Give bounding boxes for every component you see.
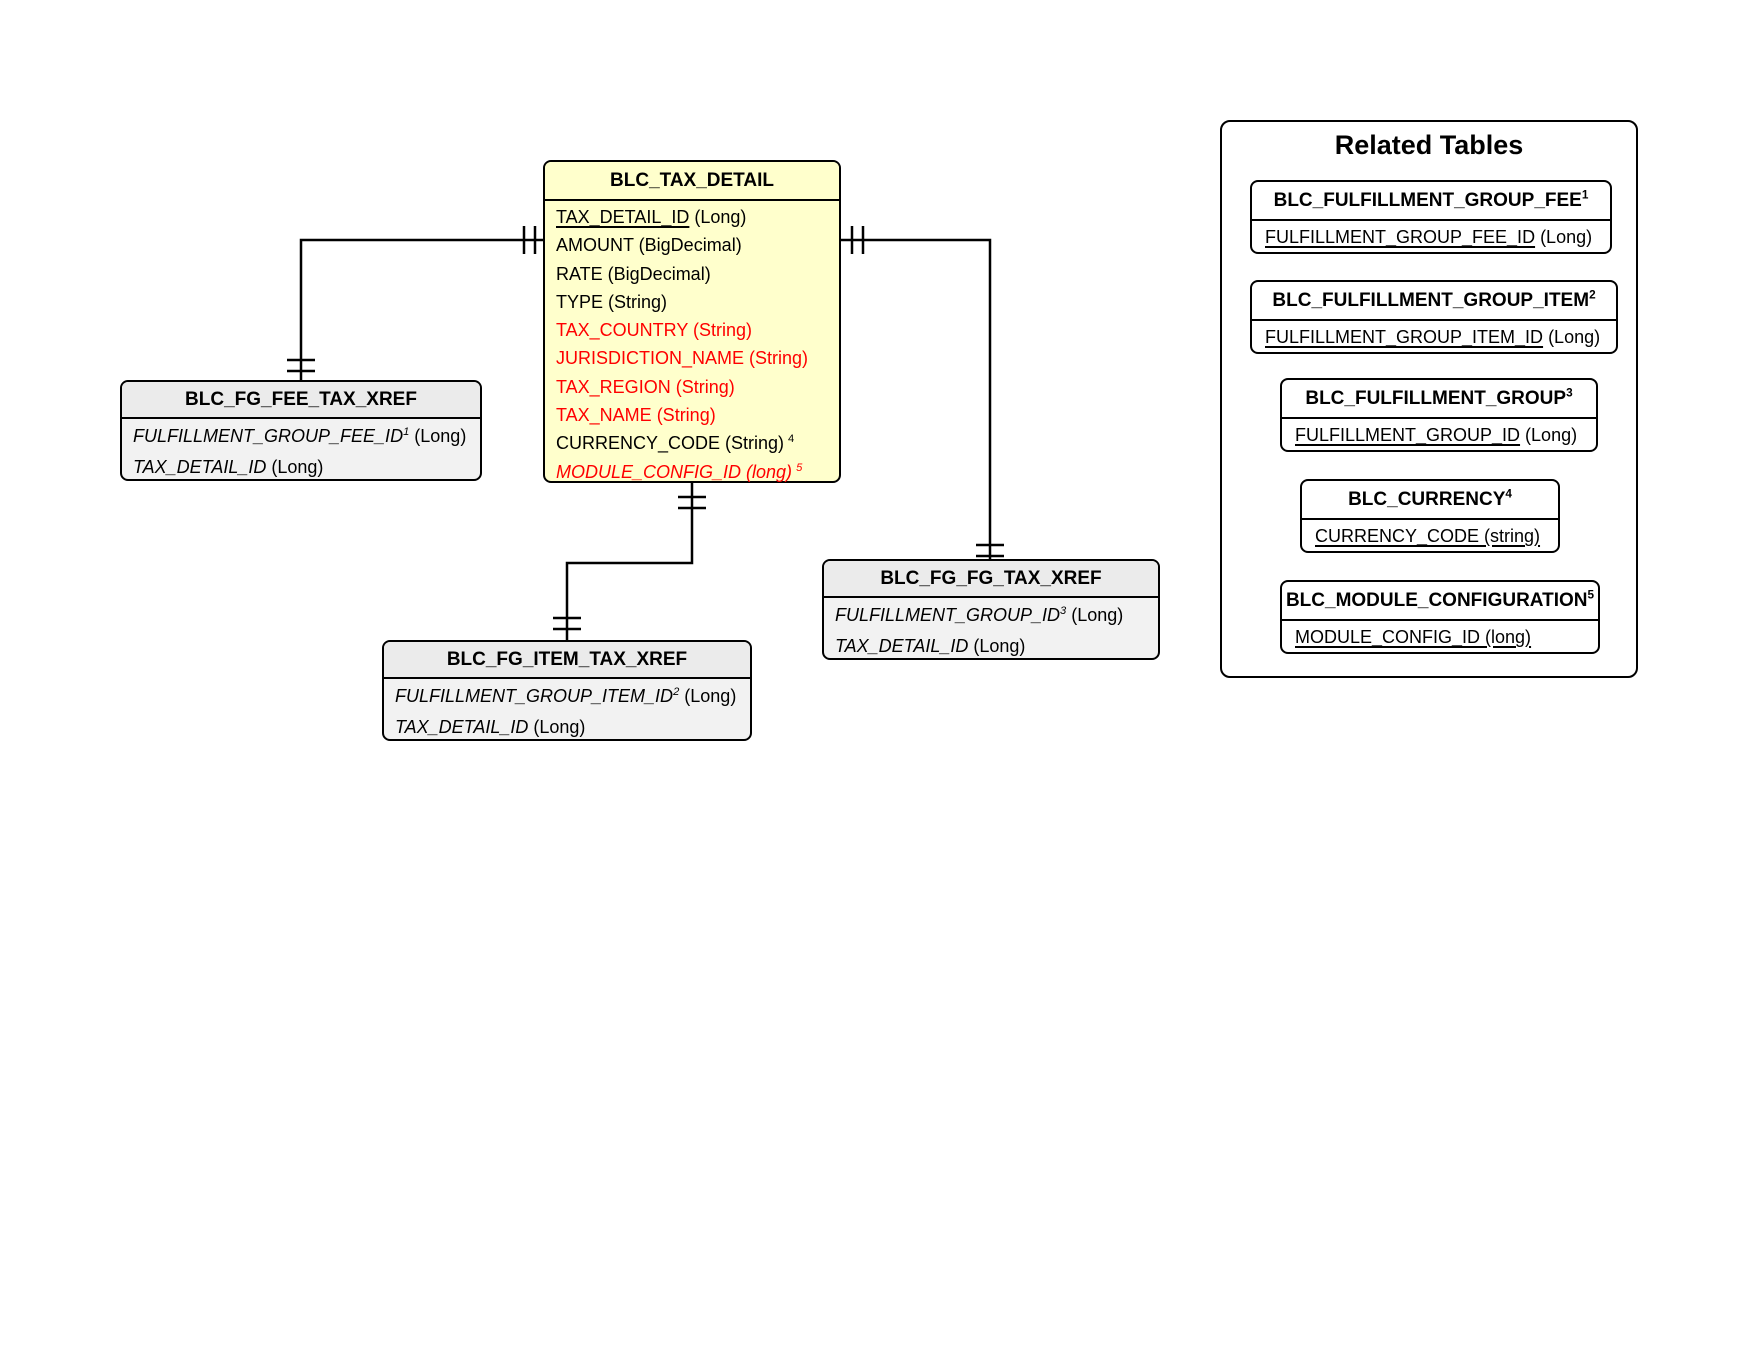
related-table-blc-fulfillment-group-fee: BLC_FULFILLMENT_GROUP_FEE1 FULFILLMENT_G…	[1250, 180, 1612, 254]
table-title: BLC_TAX_DETAIL	[545, 162, 839, 201]
field-tax-detail-id: TAX_DETAIL_ID (Long)	[556, 207, 747, 227]
related-table-blc-module-configuration: BLC_MODULE_CONFIGURATION5 MODULE_CONFIG_…	[1280, 580, 1600, 654]
field-tax-region: TAX_REGION (String)	[556, 376, 735, 397]
field-type: TYPE (String)	[556, 291, 668, 312]
field-currency-code: CURRENCY_CODE (String)4	[556, 433, 795, 454]
table-fields: FULFILLMENT_GROUP_ID3 (Long) TAX_DETAIL_…	[824, 598, 1158, 664]
field-fulfillment-group-fee-id: FULFILLMENT_GROUP_FEE_ID (Long)	[1265, 227, 1593, 247]
field-rate: RATE (BigDecimal)	[556, 263, 711, 284]
field-module-config-id: MODULE_CONFIG_ID (long)	[1295, 627, 1532, 647]
field-tax-country: TAX_COUNTRY (String)	[556, 320, 753, 341]
related-table-blc-fulfillment-group-item: BLC_FULFILLMENT_GROUP_ITEM2 FULFILLMENT_…	[1250, 280, 1618, 354]
table-title: BLC_FG_FG_TAX_XREF	[824, 561, 1158, 598]
related-tables-title: Related Tables	[1334, 130, 1524, 160]
field-fulfillment-group-item-id: FULFILLMENT_GROUP_ITEM_ID2 (Long)	[395, 686, 737, 706]
table-fields: FULFILLMENT_GROUP_ITEM_ID2 (Long) TAX_DE…	[384, 679, 750, 745]
table-title: BLC_FG_FEE_TAX_XREF	[122, 382, 480, 419]
field-jurisdiction-name: JURISDICTION_NAME (String)	[556, 348, 809, 369]
related-table-blc-currency: BLC_CURRENCY4 CURRENCY_CODE (string)	[1300, 479, 1560, 553]
field-fulfillment-group-id: FULFILLMENT_GROUP_ID (Long)	[1295, 425, 1578, 445]
field-fulfillment-group-id: FULFILLMENT_GROUP_ID3 (Long)	[835, 605, 1124, 625]
field-currency-code: CURRENCY_CODE (string)	[1315, 526, 1541, 546]
connector-fee-xref	[299, 238, 543, 380]
table-blc-fg-item-tax-xref: BLC_FG_ITEM_TAX_XREF FULFILLMENT_GROUP_I…	[382, 640, 752, 741]
field-tax-detail-id: TAX_DETAIL_ID (Long)	[395, 717, 586, 737]
field-tax-name: TAX_NAME (String)	[556, 405, 716, 426]
table-blc-tax-detail: BLC_TAX_DETAIL TAX_DETAIL_ID (Long) AMOU…	[543, 160, 841, 483]
table-fields: FULFILLMENT_GROUP_FEE_ID1 (Long) TAX_DET…	[122, 419, 480, 485]
table-blc-fg-fg-tax-xref: BLC_FG_FG_TAX_XREF FULFILLMENT_GROUP_ID3…	[822, 559, 1160, 660]
field-fulfillment-group-item-id: FULFILLMENT_GROUP_ITEM_ID (Long)	[1265, 327, 1601, 347]
table-fields: TAX_DETAIL_ID (Long) AMOUNT (BigDecimal)…	[545, 201, 839, 488]
table-blc-fg-fee-tax-xref: BLC_FG_FEE_TAX_XREF FULFILLMENT_GROUP_FE…	[120, 380, 482, 481]
connector-item-xref	[565, 483, 694, 640]
related-table-blc-fulfillment-group: BLC_FULFILLMENT_GROUP3 FULFILLMENT_GROUP…	[1280, 378, 1598, 452]
field-fulfillment-group-fee-id: FULFILLMENT_GROUP_FEE_ID1 (Long)	[133, 426, 467, 446]
field-tax-detail-id: TAX_DETAIL_ID (Long)	[133, 457, 324, 477]
field-amount: AMOUNT (BigDecimal)	[556, 235, 742, 256]
table-title: BLC_FG_ITEM_TAX_XREF	[384, 642, 750, 679]
field-tax-detail-id: TAX_DETAIL_ID (Long)	[835, 636, 1026, 656]
connector-fg-xref	[841, 238, 992, 559]
field-module-config-id: MODULE_CONFIG_ID (long)5	[556, 461, 803, 482]
